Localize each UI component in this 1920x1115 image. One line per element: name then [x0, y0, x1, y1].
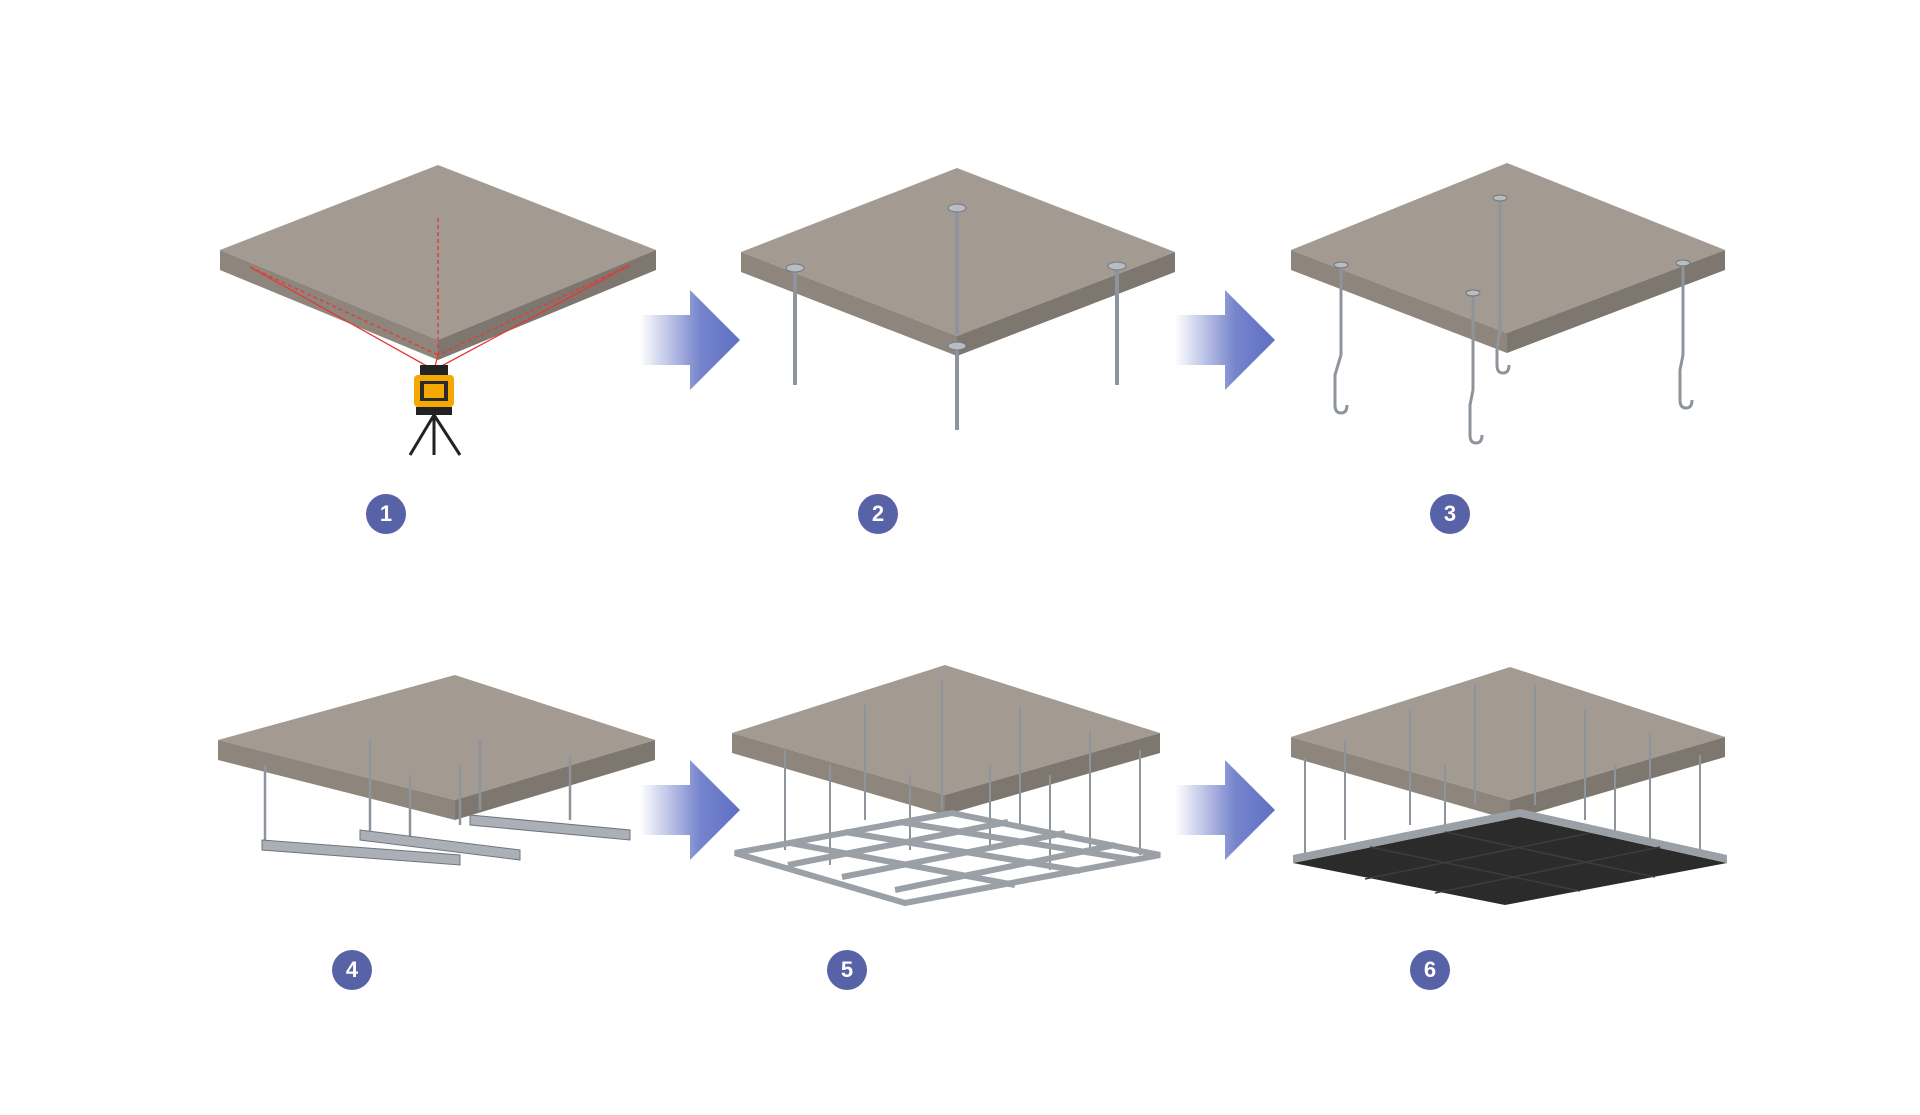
step-1-illustration: [220, 165, 656, 456]
step-4-illustration: [218, 675, 655, 866]
step-5-illustration: [732, 665, 1161, 907]
step-2-illustration: [741, 168, 1175, 430]
right-arrow-icon: [1175, 760, 1275, 860]
step-6-illustration: [1291, 667, 1727, 905]
step-number-badge: 1: [366, 494, 406, 534]
step-3-illustration: [1291, 163, 1725, 445]
step-number-badge: 3: [1430, 494, 1470, 534]
right-arrow-icon: [640, 760, 740, 860]
step-number-badge: 5: [827, 950, 867, 990]
right-arrow-icon: [640, 290, 740, 390]
right-arrow-icon: [1175, 290, 1275, 390]
step-number-badge: 6: [1410, 950, 1450, 990]
laser-level-icon: [408, 365, 462, 456]
step-number-badge: 2: [858, 494, 898, 534]
step-number-badge: 4: [332, 950, 372, 990]
